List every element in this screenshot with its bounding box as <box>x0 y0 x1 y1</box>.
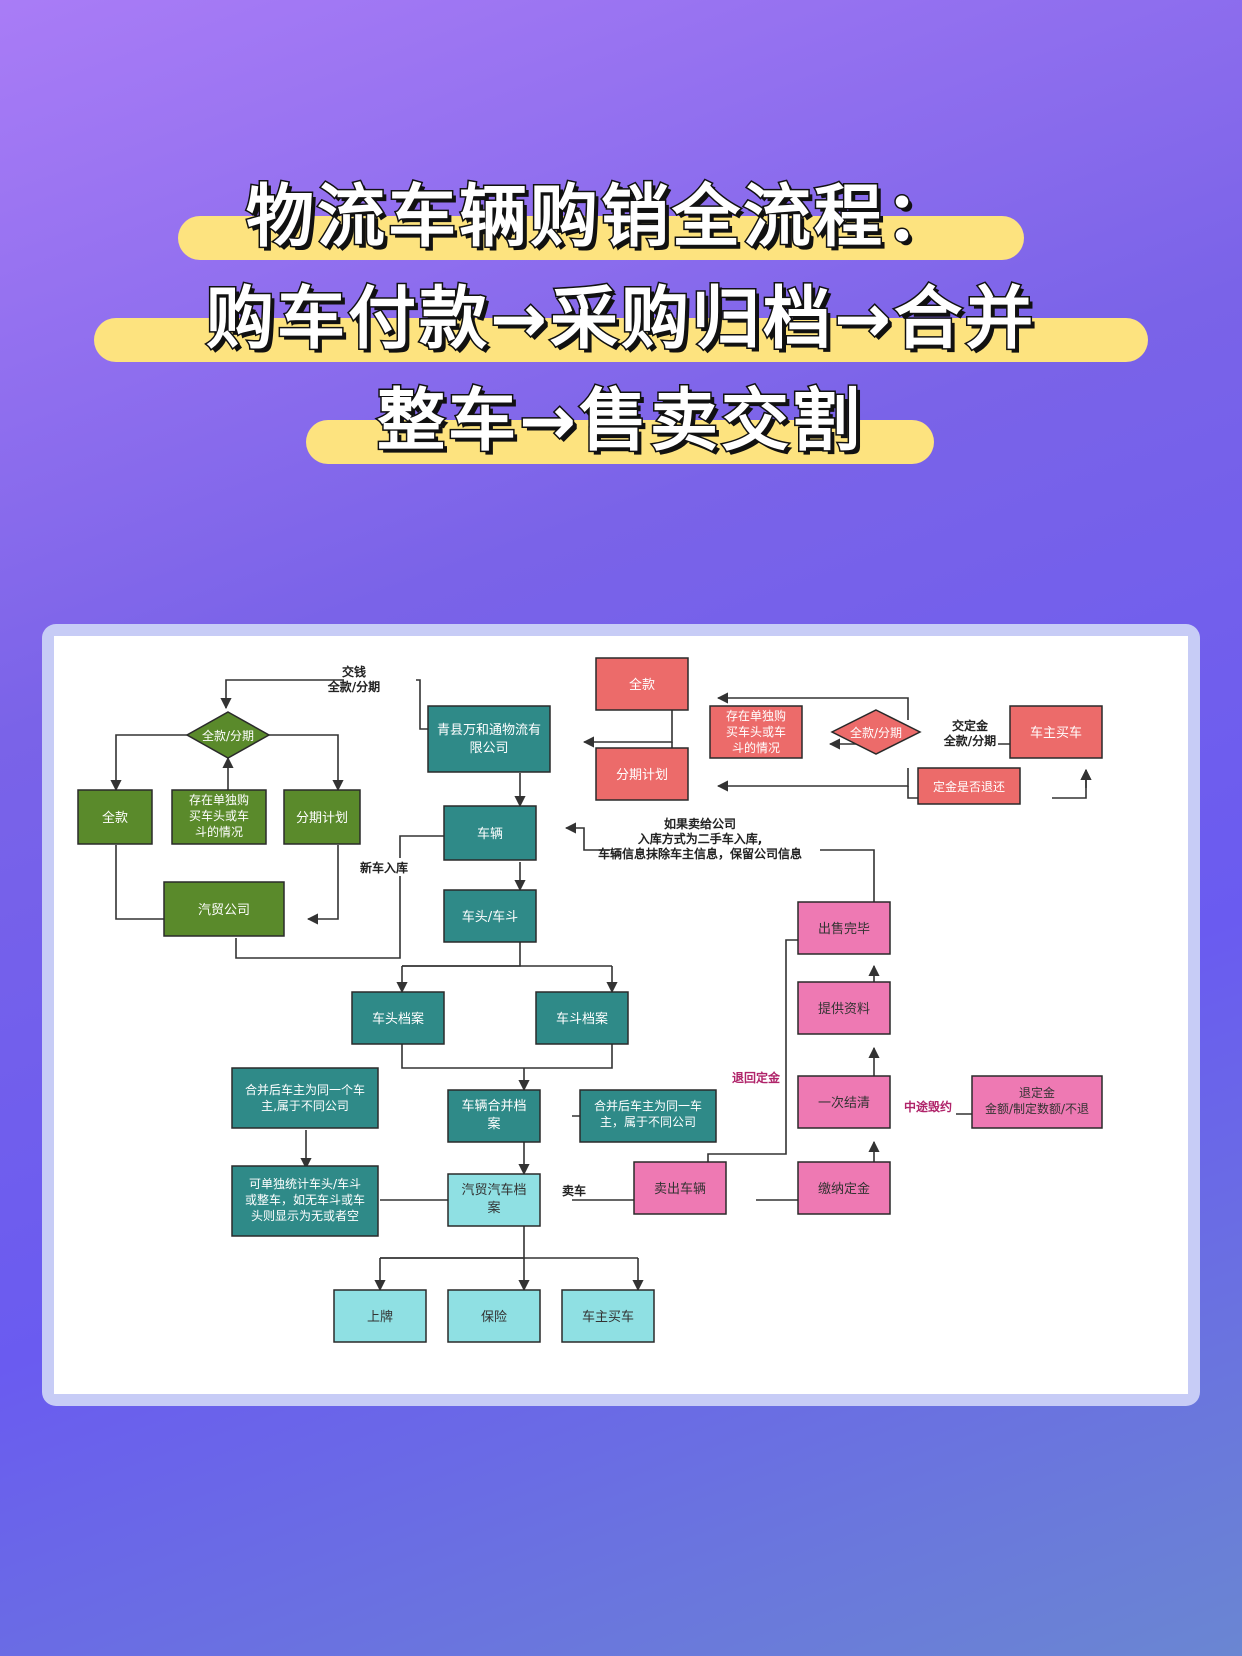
edge-label-pay-money: 交钱 <box>342 664 366 679</box>
edge-label-new-car: 新车入库 <box>360 860 408 875</box>
diagram-node-company: 青县万和通物流有 限公司 <box>427 705 551 773</box>
node-label: 汽贸公司 <box>198 903 250 918</box>
diagram-node-note-left: 合并后车主为同一个车 主,属于不同公司 <box>231 1067 379 1129</box>
diagram-node-sell: 卖出车辆 <box>633 1161 727 1215</box>
diagram-node-install-left: 分期计划 <box>283 789 361 845</box>
diagram-node-trade-company: 汽贸公司 <box>163 881 285 937</box>
node-label: 退定金 <box>1019 1085 1055 1100</box>
node-label: 斗的情况 <box>195 824 243 839</box>
title-text-3: 整车→售卖交割 <box>376 381 863 463</box>
node-label: 青县万和通物流有 <box>437 723 541 738</box>
edge-labels: 交钱 全款/分期 新车入库 交定金 全款/分期 如果卖给公司 入库方式为二手车入… <box>327 662 998 1199</box>
diagram-node-settle: 一次结清 <box>797 1075 891 1129</box>
title-highlight <box>178 216 1024 260</box>
edge-label-mid-default: 中途毁约 <box>904 1099 952 1114</box>
diagram-node-full-left: 全款 <box>77 789 153 845</box>
node-label: 买车头或车 <box>189 808 249 823</box>
diagram-card: 全款/分期 全款 存在单独购 买车头或车 斗的情况 分期计划 汽贸公司 <box>42 624 1200 1406</box>
node-label: 主，属于不同公司 <box>600 1115 696 1129</box>
flowchart: 全款/分期 全款 存在单独购 买车头或车 斗的情况 分期计划 汽贸公司 <box>77 657 1103 1343</box>
node-label: 限公司 <box>469 741 508 756</box>
diagram-node-decision-right: 全款/分期 <box>830 709 922 755</box>
edge-label-sell-to-company: 入库方式为二手车入库, <box>638 831 763 846</box>
diagram-node-stat: 可单独统计车头/车斗 或整车，如无车斗或车 头则显示为无或者空 <box>231 1165 379 1237</box>
diagram-node-head-bucket: 车头/车斗 <box>443 889 537 943</box>
node-label: 缴纳定金 <box>818 1181 870 1197</box>
diagram-node-decision-left: 全款/分期 <box>185 711 271 759</box>
node-label: 车主买车 <box>1030 725 1082 741</box>
node-label: 全款 <box>629 677 655 693</box>
diagram-node-refund-question: 定金是否退还 <box>917 767 1021 805</box>
node-label: 案 <box>487 1117 500 1132</box>
diagram-node-trade-file: 汽贸汽车档 案 <box>447 1173 541 1227</box>
node-label: 车辆合并档 <box>461 1098 526 1114</box>
diagram-canvas: 全款/分期 全款 存在单独购 买车头或车 斗的情况 分期计划 汽贸公司 <box>54 636 1188 1394</box>
edge-label-deposit: 交定金 <box>952 718 989 733</box>
node-label: 全款/分期 <box>850 725 902 740</box>
diagram-node-refund: 退定金 金额/制定数额/不退 <box>971 1075 1103 1129</box>
diagram-node-separate-right: 存在单独购 买车头或车 斗的情况 <box>709 705 803 759</box>
node-label: 定金是否退还 <box>933 779 1005 794</box>
diagram-node-deposit: 缴纳定金 <box>797 1161 891 1215</box>
diagram-node-separate-left: 存在单独购 买车头或车 斗的情况 <box>171 789 267 845</box>
diagram-node-docs: 提供资料 <box>797 981 891 1035</box>
node-label: 存在单独购 <box>726 708 786 723</box>
node-label: 主,属于不同公司 <box>261 1099 349 1113</box>
node-label: 一次结清 <box>818 1095 870 1111</box>
node-label: 上牌 <box>367 1309 393 1325</box>
edge-label-sell-car: 卖车 <box>562 1183 586 1198</box>
node-label: 提供资料 <box>818 1001 870 1017</box>
edge-label-pay-money: 全款/分期 <box>327 679 380 694</box>
node-label: 金额/制定数额/不退 <box>985 1101 1089 1116</box>
node-label: 卖出车辆 <box>654 1181 706 1197</box>
diagram-node-merge-file: 车辆合并档 案 <box>447 1089 541 1143</box>
title-line-3: 整车→售卖交割 <box>306 380 934 464</box>
diagram-node-owner-buy-bottom: 车主买车 <box>561 1289 655 1343</box>
diagram-node-insurance: 保险 <box>447 1289 541 1343</box>
node-label: 保险 <box>481 1310 507 1325</box>
title-highlight <box>306 420 934 464</box>
node-label: 案 <box>487 1201 500 1216</box>
diagram-node-owner-buy-right: 车主买车 <box>1009 705 1103 759</box>
title-text-1: 物流车辆购销全流程： <box>244 177 956 259</box>
diagram-node-install-right: 分期计划 <box>595 747 689 801</box>
diagram-node-vehicle: 车辆 <box>443 805 537 861</box>
node-label: 车辆 <box>477 826 503 842</box>
node-label: 合并后车主为同一个车 <box>245 1082 365 1097</box>
node-label: 或整车，如无车斗或车 <box>245 1192 365 1207</box>
diagram-node-note-right: 合并后车主为同一车 主，属于不同公司 <box>579 1089 717 1143</box>
node-label: 车头档案 <box>372 1011 424 1027</box>
node-label: 斗的情况 <box>732 740 780 755</box>
title-highlight <box>94 318 1148 362</box>
diagram-node-sold: 出售完毕 <box>797 901 891 955</box>
node-label: 全款 <box>102 810 128 826</box>
node-label: 全款/分期 <box>202 728 254 743</box>
node-label: 车斗档案 <box>556 1011 608 1027</box>
title-text-2: 购车付款→采购归档→合并 <box>205 279 1036 361</box>
node-label: 分期计划 <box>616 768 668 783</box>
diagram-node-head-file: 车头档案 <box>351 991 445 1045</box>
diagram-node-bucket-file: 车斗档案 <box>535 991 629 1045</box>
edge-label-sell-to-company: 如果卖给公司 <box>664 816 736 831</box>
node-label: 合并后车主为同一车 <box>594 1098 702 1113</box>
node-label: 头则显示为无或者空 <box>251 1209 359 1223</box>
node-label: 买车头或车 <box>726 724 786 739</box>
diagram-node-full-right: 全款 <box>595 657 689 711</box>
node-label: 分期计划 <box>296 811 348 826</box>
node-label: 车主买车 <box>582 1309 634 1325</box>
title-line-1: 物流车辆购销全流程： <box>178 176 1024 260</box>
edge-label-sell-to-company: 车辆信息抹除车主信息，保留公司信息 <box>598 846 802 861</box>
title-line-2: 购车付款→采购归档→合并 <box>94 278 1148 362</box>
edge-label-deposit: 全款/分期 <box>943 733 996 748</box>
node-label: 车头/车斗 <box>462 909 518 925</box>
edge-label-return-deposit: 退回定金 <box>732 1070 781 1085</box>
node-label: 可单独统计车头/车斗 <box>249 1176 361 1191</box>
node-label: 汽贸汽车档 <box>461 1182 526 1198</box>
node-label: 出售完毕 <box>818 921 870 937</box>
node-label: 存在单独购 <box>189 792 249 807</box>
diagram-node-plate: 上牌 <box>333 1289 427 1343</box>
